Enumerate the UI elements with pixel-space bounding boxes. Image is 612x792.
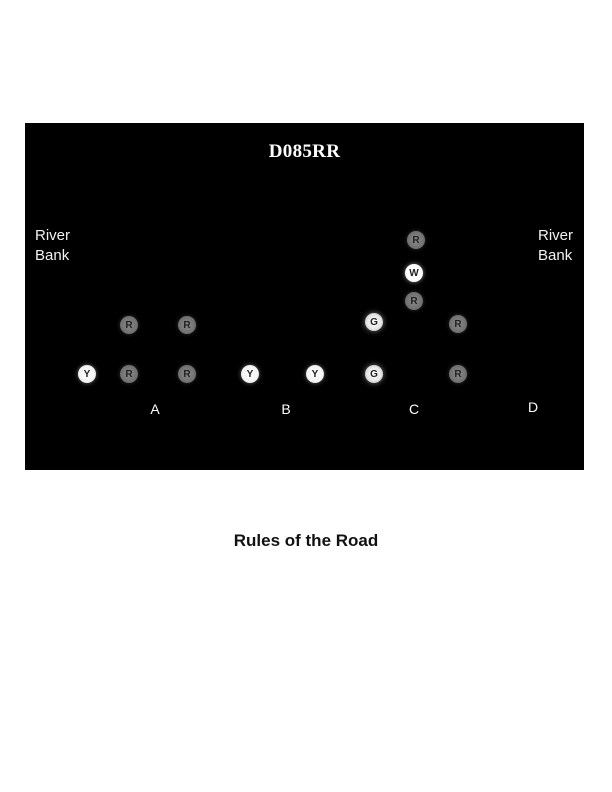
diagram-title: D085RR (268, 141, 341, 162)
point-label-c: C (408, 401, 420, 417)
red-light-icon: R (407, 231, 425, 249)
red-light-icon: R (178, 365, 196, 383)
river-diagram: D085RR River Bank River Bank Y R R R R Y… (25, 123, 584, 470)
red-light-icon: R (120, 365, 138, 383)
yellow-light-icon: Y (306, 365, 324, 383)
yellow-light-icon: Y (78, 365, 96, 383)
right-river-bank-label: River Bank (538, 226, 573, 266)
point-label-d: D (527, 399, 539, 415)
yellow-light-icon: Y (241, 365, 259, 383)
red-light-icon: R (449, 315, 467, 333)
green-light-icon: G (365, 365, 383, 383)
left-bank-line2: Bank (35, 247, 70, 264)
red-light-icon: R (449, 365, 467, 383)
red-light-icon: R (178, 316, 196, 334)
red-light-icon: R (405, 292, 423, 310)
diagram-caption: Rules of the Road (233, 531, 379, 550)
left-bank-line1: River (35, 227, 71, 244)
white-light-icon: W (405, 264, 423, 282)
point-label-a: A (150, 401, 160, 417)
red-light-icon: R (120, 316, 138, 334)
left-river-bank-label: River Bank (35, 226, 70, 266)
right-bank-line1: River (538, 227, 574, 244)
point-label-b: B (281, 401, 291, 417)
right-bank-line2: Bank (538, 247, 573, 264)
green-light-icon: G (365, 313, 383, 331)
